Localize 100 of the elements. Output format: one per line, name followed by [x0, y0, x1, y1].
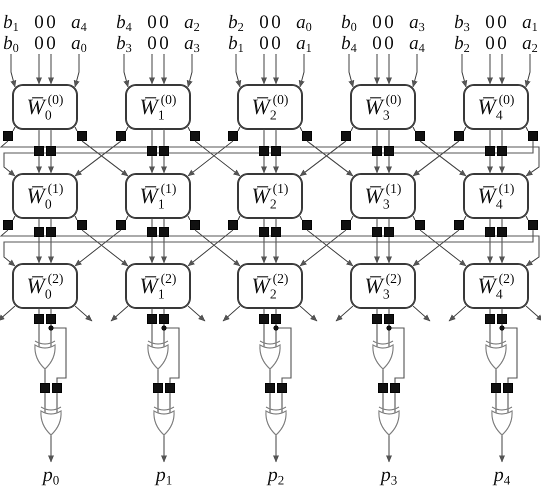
input-label: b$_{4}$: [116, 12, 132, 33]
input-label: 0: [147, 12, 157, 33]
register-icon: [265, 383, 275, 393]
wire: [151, 309, 153, 314]
arrow: [194, 140, 240, 176]
register-icon: [341, 131, 351, 141]
arrow: [161, 237, 167, 264]
register-icon: [46, 146, 56, 156]
wire: [489, 324, 491, 331]
register-icon: [46, 314, 56, 324]
input-label: 0: [259, 12, 269, 33]
arrow: [461, 54, 468, 88]
processing-block: [237, 263, 303, 309]
arrow: [273, 156, 279, 174]
arrow: [161, 54, 167, 84]
input-label: 0: [384, 12, 394, 33]
register-icon: [485, 146, 495, 156]
wire: [501, 324, 518, 383]
arrow: [74, 140, 122, 176]
input-label: 0: [147, 33, 157, 54]
arrow: [487, 156, 493, 174]
arrow: [420, 230, 466, 266]
arrow: [386, 156, 392, 174]
arrow: [186, 54, 193, 88]
register-icon: [46, 227, 56, 237]
arrow: [161, 156, 167, 174]
input-label: a$_{3}$: [409, 12, 425, 33]
arrow: [82, 230, 128, 266]
wire: [50, 309, 52, 314]
register-icon: [384, 314, 394, 324]
register-icon: [415, 220, 425, 230]
arrow: [348, 54, 354, 88]
arrow: [526, 306, 541, 322]
processing-block: [237, 173, 303, 219]
register-icon: [116, 220, 126, 230]
arrow: [499, 54, 505, 84]
register-icon: [52, 383, 62, 393]
arrow: [386, 54, 392, 84]
wire: [151, 324, 153, 331]
input-label: 0: [497, 12, 507, 33]
input-label: 0: [497, 33, 507, 54]
register-icon: [454, 131, 464, 141]
arrow: [412, 306, 430, 322]
arrow: [235, 54, 242, 88]
register-icon: [34, 227, 44, 237]
input-label: 0: [271, 33, 281, 54]
wire: [388, 219, 390, 227]
register-icon: [528, 131, 538, 141]
wire: [50, 130, 52, 146]
input-label: a$_{1}$: [296, 33, 312, 54]
input-label: a$_{0}$: [296, 12, 312, 33]
arrow: [123, 54, 130, 88]
arrow: [194, 230, 240, 266]
register-icon: [384, 146, 394, 156]
wire: [489, 219, 491, 227]
register-icon: [454, 220, 464, 230]
register-icon: [159, 227, 169, 237]
wire: [163, 309, 165, 314]
input-label: a$_{0}$: [71, 33, 87, 54]
arrow: [149, 54, 155, 84]
register-icon: [3, 131, 13, 141]
register-icon: [116, 131, 126, 141]
arrow: [188, 230, 234, 266]
processing-block: [350, 263, 416, 309]
register-icon: [372, 314, 382, 324]
register-icon: [190, 131, 200, 141]
processing-block: [125, 173, 191, 219]
processing-block: [12, 173, 78, 219]
input-label: 0: [34, 33, 44, 54]
input-label: 0: [34, 12, 44, 33]
arrow: [386, 237, 392, 264]
register-icon: [34, 314, 44, 324]
register-icon: [503, 383, 513, 393]
input-label: b$_{0}$: [3, 33, 19, 54]
register-icon: [259, 227, 269, 237]
arrow: [48, 54, 54, 84]
wire: [50, 219, 52, 227]
wire: [50, 324, 67, 383]
input-label: 0: [159, 12, 169, 33]
arrow: [0, 306, 16, 322]
register-icon: [271, 146, 281, 156]
processing-block: [125, 84, 191, 130]
arrow: [412, 140, 460, 176]
arrow: [261, 237, 267, 264]
input-label: 0: [259, 33, 269, 54]
register-icon: [341, 220, 351, 230]
arrow: [273, 54, 279, 84]
register-icon: [259, 314, 269, 324]
register-icon: [302, 220, 312, 230]
wire: [501, 130, 503, 146]
register-icon: [271, 227, 281, 237]
register-icon: [415, 131, 425, 141]
register-icon: [271, 314, 281, 324]
wire: [263, 219, 265, 227]
input-label: 0: [46, 12, 56, 33]
input-label: 0: [485, 33, 495, 54]
xor-gate-icon: [376, 397, 402, 445]
input-label: 0: [485, 12, 495, 33]
wire: [275, 324, 292, 383]
arrow: [499, 156, 505, 174]
